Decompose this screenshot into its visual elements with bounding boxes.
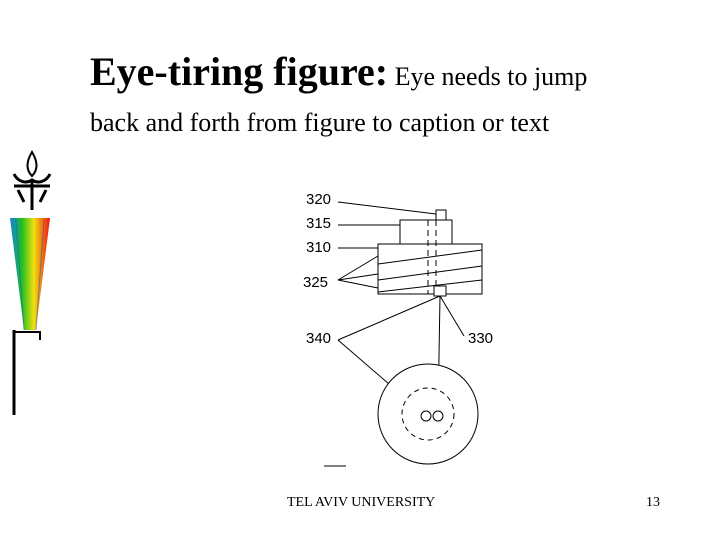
title-line2: back and forth from figure to caption or… [90,108,550,137]
figure-label-310: 310 [306,239,332,256]
figure-label-325: 325 [303,274,329,291]
figure-label-315: 315 [306,215,332,232]
mechanism-diagram [324,201,483,467]
page-number: 13 [646,495,660,510]
footer-university: TEL AVIV UNIVERSITY [287,495,436,510]
slide-title: Eye-tiring figure: Eye needs to jump [90,48,710,95]
tel-aviv-university-logo-icon [10,150,52,415]
title-sub: Eye needs to jump [388,62,588,91]
figure-label-320: 320 [306,191,332,208]
figure-label-340: 340 [306,330,332,347]
figure-label-330: 330 [468,330,494,347]
title-main: Eye-tiring figure: [90,49,389,94]
